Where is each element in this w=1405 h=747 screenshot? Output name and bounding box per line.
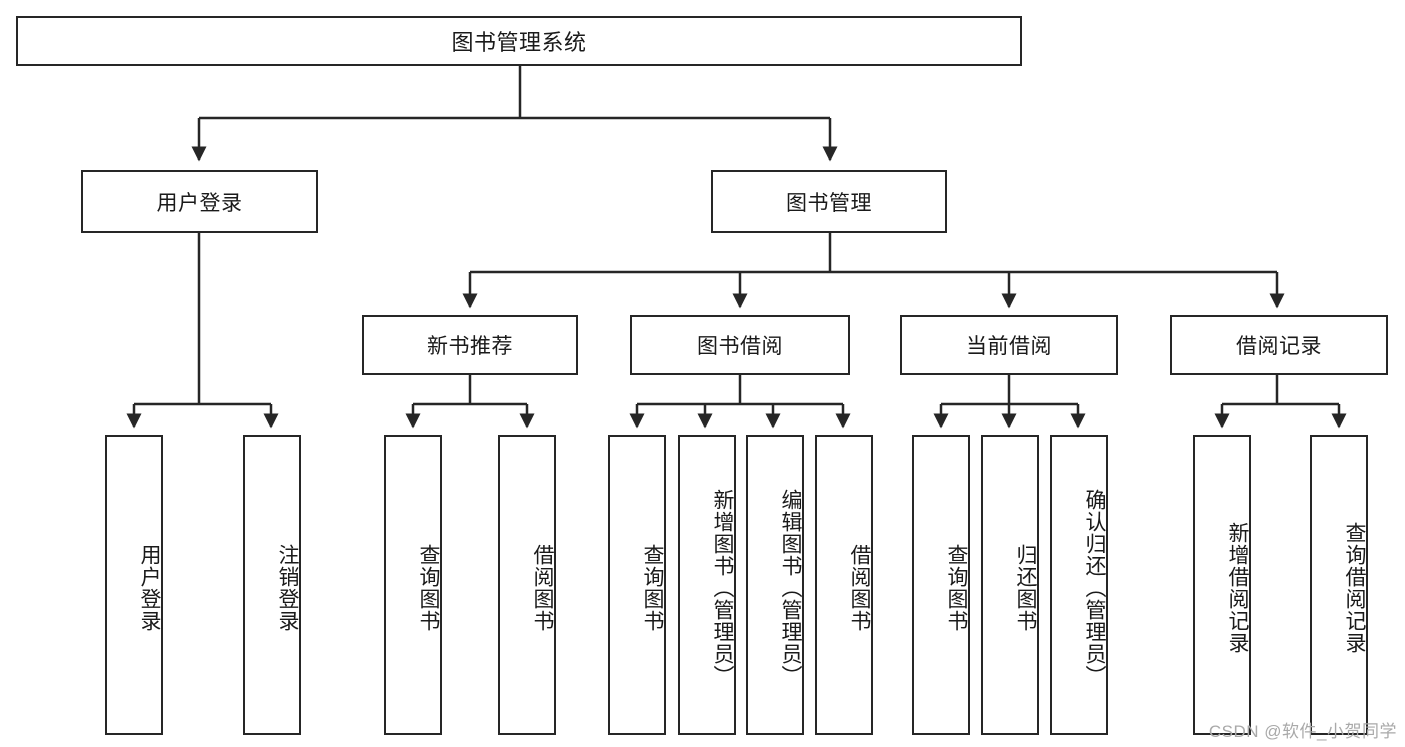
node-new-book-recommend[interactable]: 新书推荐	[362, 315, 578, 375]
node-label: 用户登录	[138, 544, 161, 632]
node-label: 查询图书	[945, 544, 968, 632]
node-label: 查询借阅记录	[1343, 522, 1366, 654]
node-label: 借阅图书	[531, 544, 554, 632]
node-leaf-add-book[interactable]: 新增图书（管理员）	[678, 435, 736, 735]
node-label: 图书管理	[786, 191, 872, 215]
node-leaf-query-book-recommend[interactable]: 查询图书	[384, 435, 442, 735]
node-label: 当前借阅	[966, 335, 1052, 358]
node-label: 编辑图书（管理员）	[779, 489, 802, 687]
node-label: 确认归还（管理员）	[1083, 489, 1106, 687]
node-current-borrow[interactable]: 当前借阅	[900, 315, 1118, 375]
node-book-borrow[interactable]: 图书借阅	[630, 315, 850, 375]
node-label: 用户登录	[156, 191, 243, 215]
node-label: 查询图书	[417, 544, 440, 632]
node-leaf-confirm-return[interactable]: 确认归还（管理员）	[1050, 435, 1108, 735]
node-user-login[interactable]: 用户登录	[81, 170, 318, 233]
node-label: 新书推荐	[427, 335, 513, 358]
node-label: 图书借阅	[697, 335, 783, 358]
node-leaf-borrow-book-recommend[interactable]: 借阅图书	[498, 435, 556, 735]
node-book-management-system[interactable]: 图书管理系统	[16, 16, 1022, 66]
node-leaf-edit-book[interactable]: 编辑图书（管理员）	[746, 435, 804, 735]
node-leaf-query-borrow-record[interactable]: 查询借阅记录	[1310, 435, 1368, 735]
node-leaf-query-book-borrow[interactable]: 查询图书	[608, 435, 666, 735]
node-label: 注销登录	[276, 544, 299, 632]
node-leaf-user-login[interactable]: 用户登录	[105, 435, 163, 735]
node-label: 新增借阅记录	[1226, 522, 1249, 654]
node-book-management[interactable]: 图书管理	[711, 170, 947, 233]
node-leaf-query-book-current[interactable]: 查询图书	[912, 435, 970, 735]
node-label: 查询图书	[641, 544, 664, 632]
node-leaf-return-book[interactable]: 归还图书	[981, 435, 1039, 735]
node-label: 图书管理系统	[451, 30, 587, 55]
node-label: 借阅记录	[1236, 335, 1322, 358]
node-leaf-borrow-book[interactable]: 借阅图书	[815, 435, 873, 735]
node-label: 新增图书（管理员）	[711, 489, 734, 687]
node-leaf-logout-login[interactable]: 注销登录	[243, 435, 301, 735]
node-borrow-record[interactable]: 借阅记录	[1170, 315, 1388, 375]
node-leaf-add-borrow-record[interactable]: 新增借阅记录	[1193, 435, 1251, 735]
node-label: 借阅图书	[848, 544, 871, 632]
node-label: 归还图书	[1014, 544, 1037, 632]
